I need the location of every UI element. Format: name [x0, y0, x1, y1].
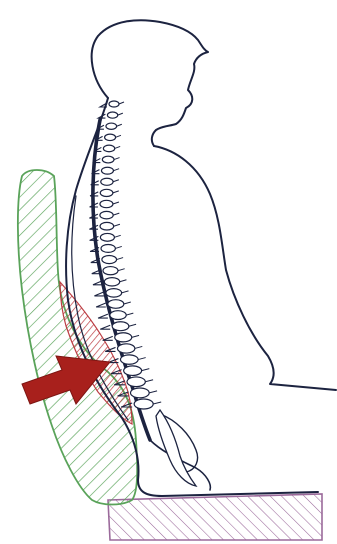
transverse-process: [117, 258, 124, 260]
transverse-process: [122, 291, 129, 293]
vertebra: [104, 278, 119, 286]
spinous-process: [103, 336, 113, 340]
spinous-process: [94, 292, 104, 296]
transverse-process: [120, 280, 127, 282]
vertebra: [108, 300, 124, 309]
vertebra: [124, 366, 142, 376]
vertebra: [100, 222, 114, 230]
vertebra: [107, 112, 117, 118]
transverse-process: [114, 158, 120, 160]
sacrum: [156, 410, 196, 486]
vertebra: [103, 145, 114, 152]
vertebra: [109, 101, 119, 107]
vertebra: [134, 399, 153, 409]
vertebra: [101, 178, 113, 185]
transverse-process: [135, 346, 142, 348]
vertebra: [106, 289, 122, 298]
transverse-process: [149, 391, 157, 393]
vertebra: [112, 322, 129, 331]
spinous-process: [100, 325, 110, 329]
vertebra: [100, 211, 113, 218]
vertebra: [105, 134, 116, 140]
vertebra: [103, 267, 118, 275]
vertebra: [110, 311, 126, 320]
transverse-process: [124, 302, 131, 304]
transverse-process: [117, 124, 122, 126]
vertebra: [102, 156, 114, 163]
transverse-process: [114, 235, 120, 237]
transverse-process: [115, 146, 120, 148]
vertebra: [100, 189, 113, 196]
transverse-process: [129, 324, 136, 326]
vertebra: [100, 200, 113, 207]
transverse-process: [138, 358, 146, 360]
vertebra: [100, 233, 114, 241]
transverse-process: [113, 180, 119, 182]
vertebra: [106, 123, 117, 129]
transverse-process: [119, 102, 124, 104]
vertebra: [102, 256, 117, 264]
transverse-process: [126, 313, 133, 315]
transverse-process: [113, 169, 119, 171]
transverse-process: [118, 113, 123, 115]
seat-cushion: [108, 494, 322, 540]
vertebra: [101, 167, 113, 174]
transverse-process: [118, 269, 125, 271]
transverse-process: [113, 202, 119, 204]
vertebra: [120, 355, 138, 364]
spinous-process: [98, 314, 108, 318]
transverse-process: [113, 213, 119, 215]
transverse-process: [114, 224, 120, 226]
vertebra: [101, 244, 115, 252]
transverse-process: [132, 335, 139, 337]
spinous-process: [96, 303, 106, 307]
transverse-process: [153, 402, 161, 404]
transverse-process: [113, 191, 119, 193]
transverse-process: [116, 135, 121, 137]
vertebra: [115, 333, 132, 342]
transverse-process: [145, 380, 153, 382]
vertebra: [127, 377, 145, 387]
transverse-process: [142, 369, 150, 371]
vertebra: [118, 344, 135, 353]
transverse-process: [115, 246, 121, 248]
vertebra: [131, 388, 150, 398]
